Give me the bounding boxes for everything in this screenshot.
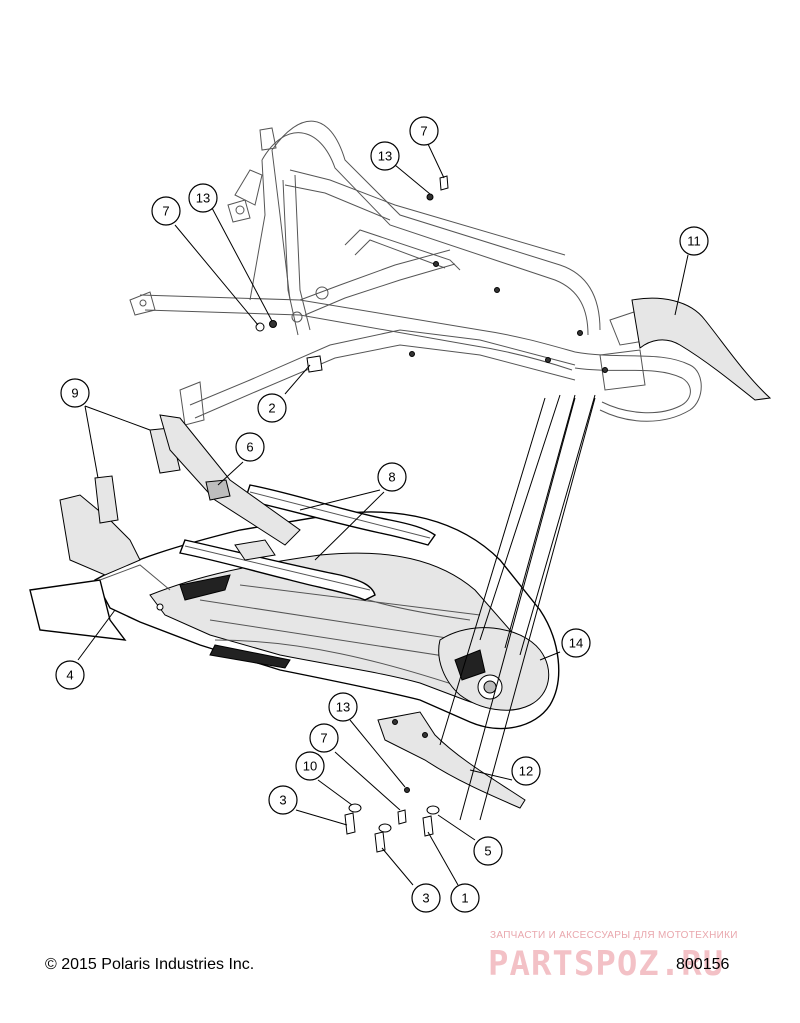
callout-13-top: 13 <box>370 141 400 171</box>
rear-fender-tip <box>631 297 772 401</box>
watermark-logo: PARTSPOZ.RU <box>488 944 725 984</box>
copyright-text: © 2015 Polaris Industries Inc. <box>45 956 255 973</box>
callout-6: 6 <box>235 432 265 462</box>
svg-text:6: 6 <box>246 440 253 455</box>
svg-text:13: 13 <box>336 700 350 715</box>
seat-base-assembly <box>29 494 560 730</box>
hardware <box>255 175 449 853</box>
figure-number: 800156 <box>676 956 730 973</box>
svg-text:2: 2 <box>268 401 275 416</box>
callout-10: 10 <box>295 751 325 781</box>
callout-14: 14 <box>561 628 591 658</box>
svg-text:12: 12 <box>519 764 533 779</box>
svg-text:14: 14 <box>569 636 583 651</box>
motorcycle-frame <box>129 120 702 426</box>
callout-2: 2 <box>257 393 287 423</box>
callout-7-top: 7 <box>409 116 439 146</box>
svg-text:7: 7 <box>420 124 427 139</box>
callout-13-left: 13 <box>188 183 218 213</box>
callout-8: 8 <box>377 462 407 492</box>
watermark-tagline: ЗАПЧАСТИ И АКСЕССУАРЫ ДЛЯ МОТОТЕХНИКИ <box>490 930 738 941</box>
callout-3-bottom: 3 <box>411 883 441 913</box>
callout-5: 5 <box>473 836 503 866</box>
callout-13-bottom: 13 <box>328 692 358 722</box>
svg-text:9: 9 <box>71 386 78 401</box>
callout-9: 9 <box>60 378 90 408</box>
callouts: 7 13 7 13 11 2 9 6 <box>55 116 709 913</box>
svg-text:13: 13 <box>378 149 392 164</box>
seat-rails <box>179 484 436 601</box>
svg-text:5: 5 <box>484 844 491 859</box>
callout-12: 12 <box>511 756 541 786</box>
svg-text:1: 1 <box>461 891 468 906</box>
callout-11: 11 <box>679 226 709 256</box>
svg-text:7: 7 <box>162 204 169 219</box>
svg-text:10: 10 <box>303 759 317 774</box>
explode-lines <box>439 394 596 821</box>
svg-text:13: 13 <box>196 191 210 206</box>
svg-text:8: 8 <box>388 470 395 485</box>
svg-text:4: 4 <box>66 668 73 683</box>
svg-text:11: 11 <box>687 234 701 249</box>
callout-3-left: 3 <box>268 785 298 815</box>
pads <box>94 414 301 561</box>
svg-text:3: 3 <box>279 793 286 808</box>
callout-1: 1 <box>450 883 480 913</box>
rear-bracket <box>377 711 526 809</box>
callout-7-left: 7 <box>151 196 181 226</box>
callout-7-bottom: 7 <box>309 723 339 753</box>
svg-text:7: 7 <box>320 731 327 746</box>
leader-lines <box>77 143 689 886</box>
callout-4: 4 <box>55 660 85 690</box>
svg-text:3: 3 <box>422 891 429 906</box>
